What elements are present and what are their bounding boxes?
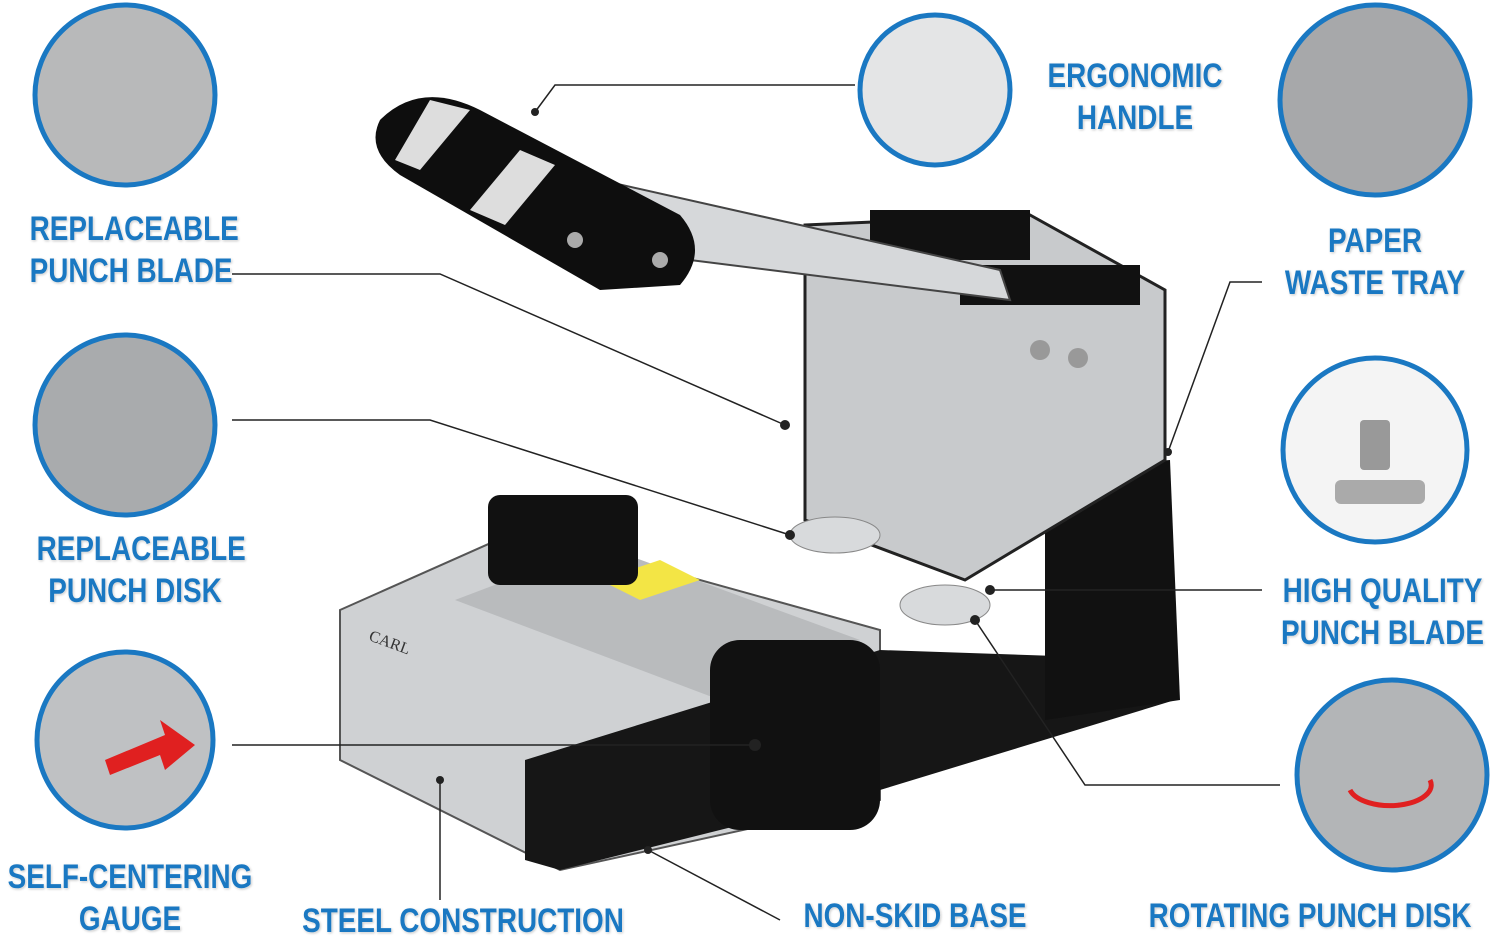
detail-photo-disk <box>32 332 218 518</box>
punch-blade-image <box>1335 480 1425 504</box>
punch-disk-left <box>789 516 881 554</box>
handle-screw <box>567 232 583 248</box>
gauge-block <box>710 640 880 830</box>
handle-grip <box>375 97 695 290</box>
handle-band <box>395 100 555 225</box>
leader-lines <box>232 84 1280 921</box>
label-non-skid-base: NON-SKID BASE <box>803 897 1027 935</box>
detail-photo-handle <box>857 12 1013 168</box>
handle-screw <box>652 252 668 268</box>
detail-photo-gauge <box>34 649 216 831</box>
arrow-icon <box>105 720 195 775</box>
detail-callouts <box>32 2 1490 873</box>
label-rotating-punch-disk: ROTATING PUNCH DISK <box>1148 897 1472 935</box>
warning-sticker <box>600 560 700 600</box>
rear-gauge <box>488 495 638 585</box>
screw <box>1068 348 1088 368</box>
punch-disk-right <box>899 584 991 626</box>
label-steel-construction: STEEL CONSTRUCTION <box>302 902 624 940</box>
screw <box>1030 340 1050 360</box>
rotate-arrow-icon <box>1347 778 1434 809</box>
detail-photo-blade <box>32 2 218 188</box>
detail-photo-tray <box>1277 2 1473 198</box>
punch-blade-image <box>1360 420 1390 470</box>
detail-photo-rotating-disk <box>1294 677 1490 873</box>
